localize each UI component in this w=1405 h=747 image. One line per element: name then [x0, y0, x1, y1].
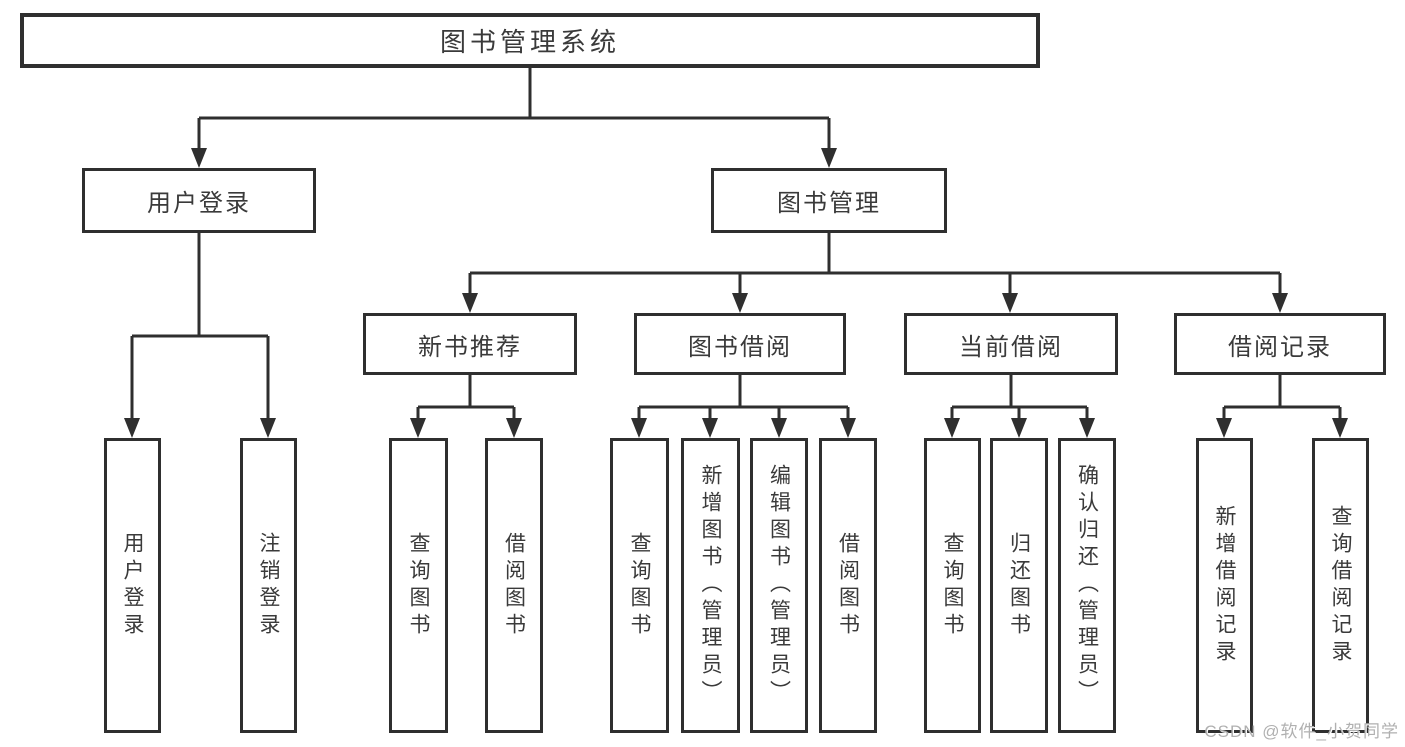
node-borrow-records: 借阅记录 [1174, 313, 1386, 375]
leaf-borrow-books-borrow: 借阅图书 [819, 438, 877, 733]
leaf-query-books-recommend: 查询图书 [389, 438, 448, 733]
leaf-confirm-return-admin-label: 确认归还（管理员） [1075, 464, 1099, 707]
leaf-user-login: 用户登录 [104, 438, 161, 733]
connector-stems [130, 68, 1342, 422]
leaf-query-borrow-record-label: 查询借阅记录 [1329, 504, 1352, 667]
csdn-watermark: CSDN @软件_小贺同学 [1204, 722, 1399, 741]
node-library-system: 图书管理系统 [20, 13, 1040, 68]
leaf-user-login-label: 用户登录 [121, 531, 144, 640]
leaf-return-books-label: 归还图书 [1007, 531, 1031, 640]
leaf-logout-login: 注销登录 [240, 438, 297, 733]
leaf-edit-books-admin-label: 编辑图书（管理员） [767, 464, 791, 707]
node-book-management-label: 图书管理 [777, 190, 881, 217]
leaf-borrow-books-borrow-label: 借阅图书 [836, 531, 860, 640]
leaf-add-borrow-record-label: 新增借阅记录 [1213, 504, 1236, 667]
leaf-add-books-admin: 新增图书（管理员） [681, 438, 740, 733]
leaf-edit-books-admin: 编辑图书（管理员） [750, 438, 808, 733]
leaf-logout-login-label: 注销登录 [257, 531, 280, 640]
leaf-query-books-borrow: 查询图书 [610, 438, 669, 733]
leaf-borrow-books-recommend: 借阅图书 [485, 438, 543, 733]
node-current-borrow: 当前借阅 [904, 313, 1118, 375]
leaf-query-books-recommend-label: 查询图书 [407, 531, 430, 640]
node-book-borrow-label: 图书借阅 [688, 333, 792, 361]
node-new-book-recommend: 新书推荐 [363, 313, 577, 375]
leaf-return-books: 归还图书 [990, 438, 1048, 733]
node-book-borrow: 图书借阅 [634, 313, 846, 375]
leaf-query-borrow-record: 查询借阅记录 [1312, 438, 1369, 733]
leaf-add-borrow-record: 新增借阅记录 [1196, 438, 1253, 733]
leaf-add-books-admin-label: 新增图书（管理员） [699, 464, 722, 707]
node-user-login: 用户登录 [82, 168, 316, 233]
leaf-borrow-books-recommend-label: 借阅图书 [502, 531, 526, 640]
node-new-book-recommend-label: 新书推荐 [418, 333, 522, 361]
connector-arrowheads [124, 148, 1348, 438]
node-current-borrow-label: 当前借阅 [959, 333, 1063, 361]
node-book-management: 图书管理 [711, 168, 947, 233]
node-library-system-label: 图书管理系统 [439, 27, 620, 57]
leaf-confirm-return-admin: 确认归还（管理员） [1058, 438, 1116, 733]
leaf-query-books-current: 查询图书 [924, 438, 981, 733]
leaf-query-books-borrow-label: 查询图书 [628, 531, 651, 640]
node-user-login-label: 用户登录 [147, 190, 251, 217]
leaf-query-books-current-label: 查询图书 [941, 531, 964, 640]
node-borrow-records-label: 借阅记录 [1228, 333, 1332, 361]
